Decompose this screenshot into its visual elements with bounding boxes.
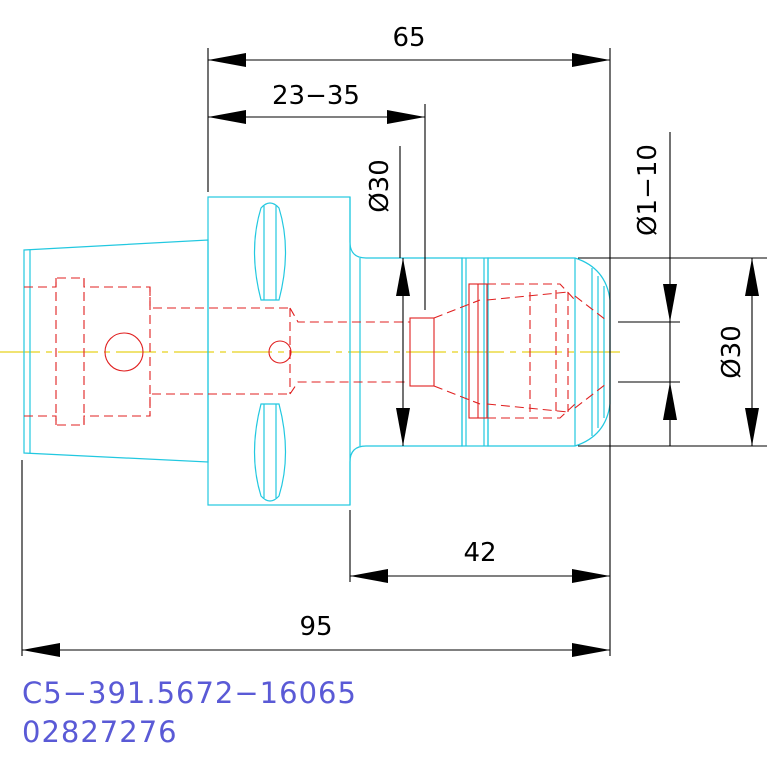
- dim-nose-length: 42: [463, 538, 496, 568]
- dim-overall-length: 95: [299, 612, 332, 642]
- hidden-features: [24, 277, 607, 426]
- item-code: 02827276: [22, 715, 178, 749]
- cross-hole-right: [268, 340, 292, 364]
- dim-dia-range: Ø1−10: [633, 144, 663, 236]
- dim-dia-body: Ø30: [365, 159, 395, 213]
- flange: [207, 196, 351, 506]
- drive-slot-upper: [253, 202, 287, 301]
- dim-range: 23−35: [272, 81, 360, 111]
- cross-hole-left: [104, 332, 144, 372]
- dim-overall-top: 65: [392, 23, 425, 53]
- body: [349, 197, 463, 505]
- shank-taper: [23, 239, 209, 463]
- part-number: C5−391.5672−16065: [22, 676, 357, 710]
- holder-outline: [23, 196, 611, 506]
- drive-slot-lower: [253, 403, 287, 502]
- dim-dia-nose: Ø30: [717, 325, 747, 379]
- dimension-lines: [21, 48, 767, 657]
